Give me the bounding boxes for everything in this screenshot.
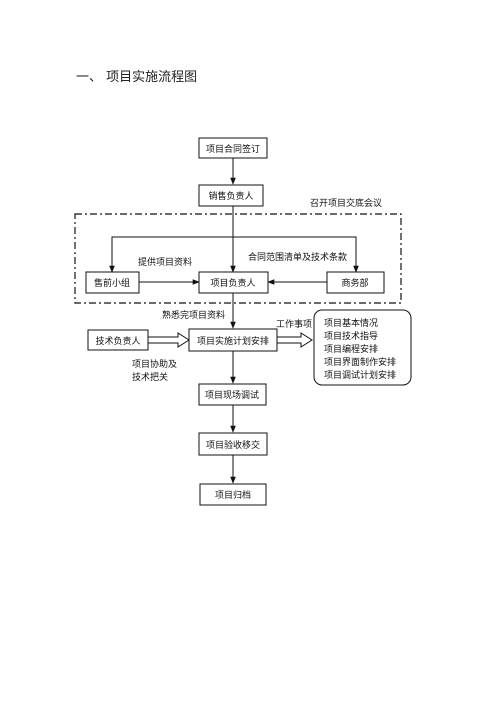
svg-text:项目验收移交: 项目验收移交: [206, 439, 260, 451]
node-business: 商务部: [326, 271, 385, 294]
label-scope-terms: 合同范围清单及技术条款: [248, 251, 347, 263]
page-heading: 一、 项目实施流程图: [76, 70, 198, 85]
work-list-box: 项目基本情况 项目技术指导 项目编程安排 项目界面制作安排 项目调试计划安排: [313, 309, 412, 386]
label-assist-1: 项目协助及: [132, 358, 177, 370]
work-list-item: 项目技术指导: [324, 330, 378, 342]
node-plan: 项目实施计划安排: [188, 328, 278, 352]
svg-text:项目归档: 项目归档: [215, 489, 251, 501]
label-work-items: 工作事项: [276, 318, 312, 330]
work-list-item: 项目编程安排: [324, 343, 378, 355]
svg-text:项目实施计划安排: 项目实施计划安排: [197, 335, 269, 347]
label-assist-2: 技术把关: [132, 371, 168, 383]
edge-to-business: [233, 236, 359, 273]
edge-plan-worklist: [276, 332, 313, 348]
label-familiarize: 熟悉完项目资料: [162, 309, 225, 321]
svg-text:项目现场调试: 项目现场调试: [205, 389, 259, 401]
node-presales: 售前小组: [85, 271, 140, 294]
meeting-group-frame: [74, 213, 402, 304]
svg-text:售前小组: 售前小组: [94, 277, 130, 289]
edge-techlead-plan: [147, 332, 190, 348]
node-sales: 销售负责人: [198, 184, 264, 207]
svg-text:技术负责人: 技术负责人: [95, 335, 140, 347]
node-pm: 项目负责人: [198, 271, 269, 294]
svg-text:销售负责人: 销售负责人: [208, 190, 253, 202]
svg-text:项目负责人: 项目负责人: [210, 277, 255, 289]
node-tech-lead: 技术负责人: [87, 329, 149, 351]
node-onsite: 项目现场调试: [198, 383, 267, 406]
work-list-item: 项目界面制作安排: [324, 356, 396, 368]
node-acceptance: 项目验收移交: [198, 432, 268, 456]
label-provide-info: 提供项目资料: [138, 256, 192, 268]
work-list-item: 项目调试计划安排: [324, 369, 396, 381]
work-list-item: 项目基本情况: [324, 317, 378, 329]
edge-to-presales: [109, 236, 233, 273]
node-contract: 项目合同签订: [198, 137, 268, 159]
svg-text:项目合同签订: 项目合同签订: [206, 143, 260, 155]
label-kickoff: 召开项目交底会议: [310, 197, 382, 209]
svg-text:商务部: 商务部: [341, 277, 368, 289]
node-archive: 项目归档: [199, 483, 267, 506]
